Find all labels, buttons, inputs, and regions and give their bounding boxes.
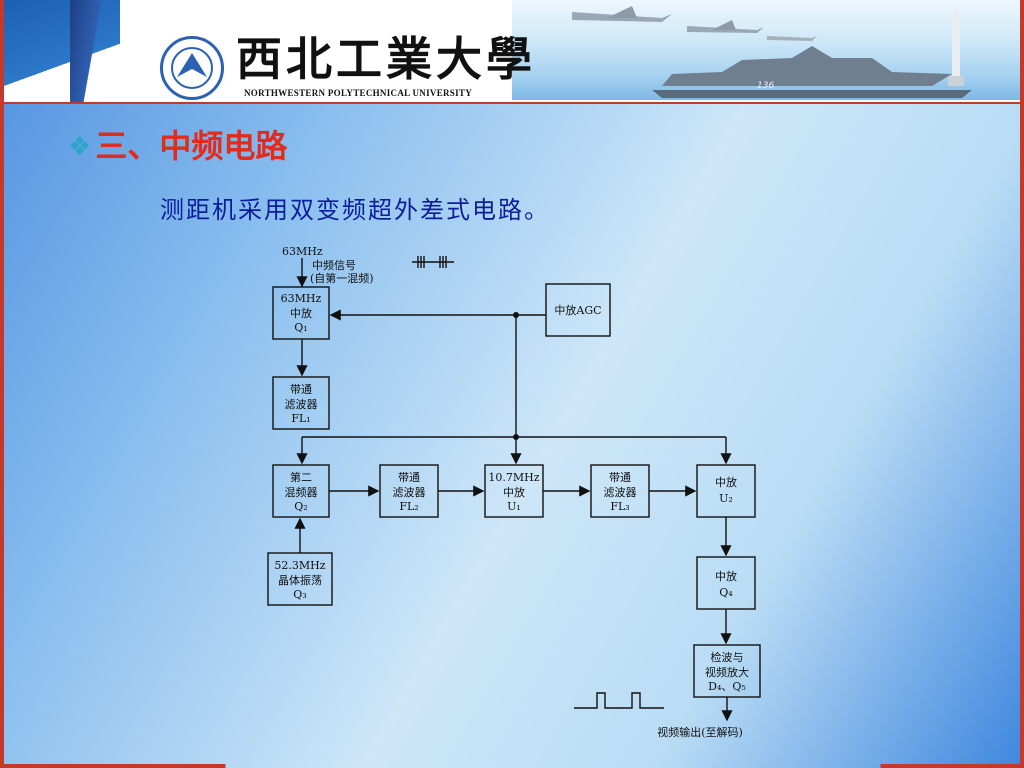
block-label: 52.3MHz xyxy=(274,559,325,572)
block-label: FL₃ xyxy=(610,500,629,513)
block-bpf-fl1 xyxy=(272,376,330,430)
output-label: 视频输出(至解码) xyxy=(657,725,743,739)
bottom-accent-bar xyxy=(0,764,1024,768)
block-label: 滤波器 xyxy=(393,486,426,499)
block-label: 中放 xyxy=(715,475,737,489)
block-label: 第二 xyxy=(290,470,312,484)
block-label: 10.7MHz xyxy=(488,471,539,484)
university-name-en: NORTHWESTERN POLYTECHNICAL UNIVERSITY xyxy=(244,88,473,98)
block-label: 视频放大 xyxy=(705,665,749,679)
block-amp-q4 xyxy=(696,556,756,610)
input-source-label: (自第一混频) xyxy=(310,271,374,285)
slide-title: ❖三、中频电路 xyxy=(68,124,287,169)
block-label: 混频器 xyxy=(285,485,318,499)
block-agc xyxy=(545,283,611,337)
block-label: 检波与 xyxy=(711,650,744,664)
block-label: 中放 xyxy=(503,485,525,499)
aircraft-and-ship-image: 136 xyxy=(572,4,972,98)
university-name-cn: 西北工業大學 xyxy=(236,32,536,86)
block-label: FL₂ xyxy=(399,500,418,513)
slide-subtitle: 测距机采用双变频超外差式电路。 xyxy=(160,196,550,224)
block-label: 中放 xyxy=(715,569,737,583)
junction-dot xyxy=(513,312,519,318)
university-emblem-icon xyxy=(160,36,224,100)
block-label: 晶体振荡 xyxy=(278,573,322,587)
block-label: 63MHz xyxy=(281,292,322,305)
left-accent-bar xyxy=(0,0,4,768)
ship-number: 136 xyxy=(757,81,774,91)
block-label: 带通 xyxy=(290,383,312,396)
block-label: 滤波器 xyxy=(285,398,318,411)
block-label: U₂ xyxy=(719,492,733,505)
block-label: 滤波器 xyxy=(604,486,637,499)
slide-title-text: 三、中频电路 xyxy=(95,127,288,165)
banner-sky-image: 136 xyxy=(512,0,1024,100)
diamond-bullet-icon: ❖ xyxy=(68,132,92,162)
block-label: Q₃ xyxy=(293,588,306,601)
block-label: Q₄ xyxy=(719,586,733,599)
block-label: 带通 xyxy=(609,471,631,484)
block-label: D₄、Q₅ xyxy=(708,680,746,693)
rf-pulse-icon xyxy=(412,256,454,268)
block-label: 带通 xyxy=(398,471,420,484)
block-amp-u2 xyxy=(696,464,756,518)
banner-decor xyxy=(0,0,130,102)
input-signal-label: 中频信号 xyxy=(312,258,356,272)
video-pulse-icon xyxy=(574,692,664,709)
right-accent-bar xyxy=(1020,0,1024,768)
block-label: 中放AGC xyxy=(554,303,601,317)
header-banner: 136 西北工業大學 NORTHWESTERN POLYTECHNICAL UN… xyxy=(0,0,1024,104)
input-freq-label: 63MHz xyxy=(282,245,323,258)
block-label: U₁ xyxy=(507,500,521,513)
block-label: 中放 xyxy=(290,306,312,320)
block-label: Q₁ xyxy=(294,321,307,334)
block-label: FL₁ xyxy=(291,412,310,425)
junction-dot xyxy=(513,434,519,440)
block-if-amp-q1 xyxy=(272,286,330,340)
block-label: Q₂ xyxy=(294,500,307,513)
